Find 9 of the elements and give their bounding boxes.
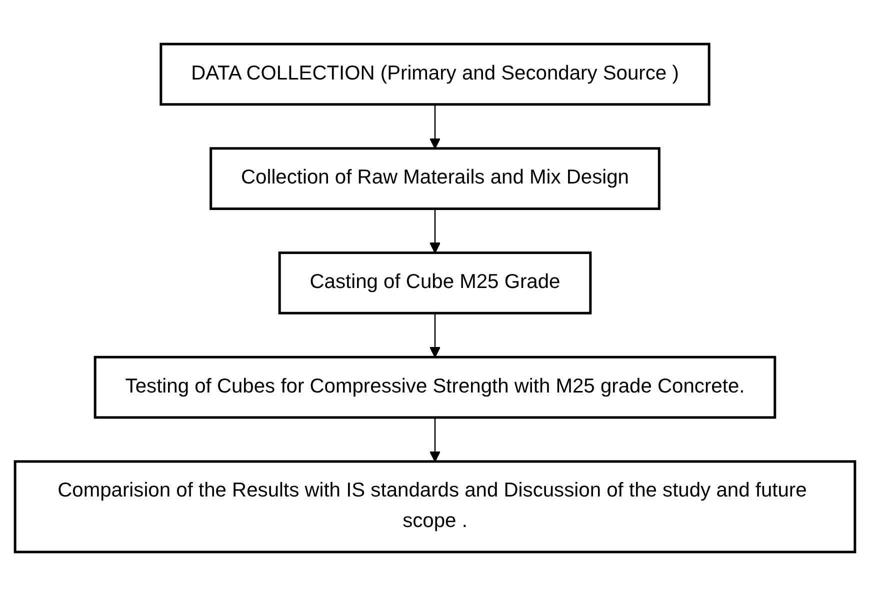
- process-box: Testing of Cubes for Compressive Strength with M25 grade Concrete.: [93, 356, 776, 420]
- arrow: [428, 314, 440, 358]
- process-box: DATA COLLECTION (Primary and Secondary Source ): [159, 43, 710, 106]
- process-box: Comparision of the Results with IS standards and Discussion of the study and future scope .: [13, 460, 856, 554]
- arrow: [428, 418, 440, 462]
- arrow: [428, 104, 440, 150]
- arrow: [428, 209, 440, 254]
- process-box: Casting of Cube M25 Grade: [278, 252, 592, 315]
- process-box: Collection of Raw Materails and Mix Design: [209, 148, 660, 210]
